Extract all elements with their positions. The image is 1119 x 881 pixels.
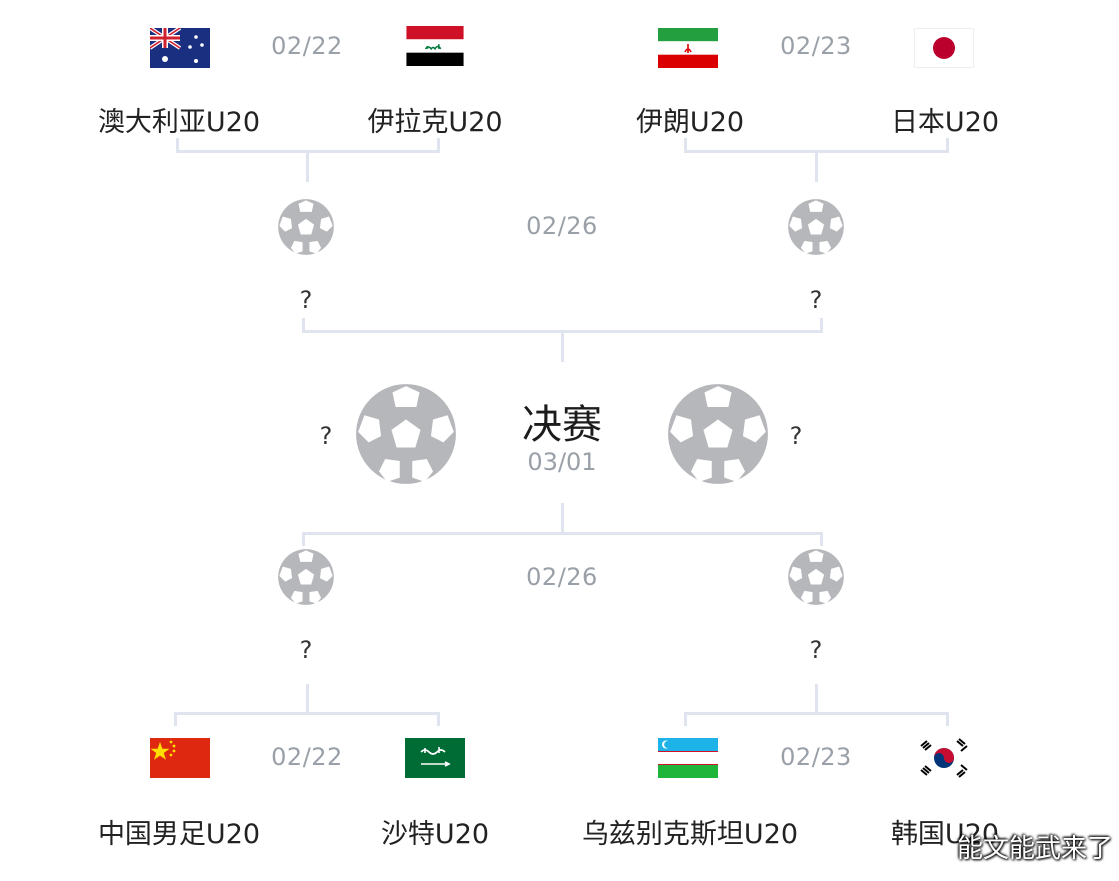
team-name: 中国男足U20: [97, 819, 261, 850]
bracket-connector: [174, 712, 177, 726]
japan-flag-icon: [914, 28, 974, 68]
bracket-connector: [302, 330, 823, 333]
bracket-connector: [820, 318, 823, 332]
bracket-connector: [437, 138, 440, 152]
bracket-connector: [437, 712, 440, 726]
bracket-connector: [684, 712, 687, 726]
match-date: 02/22: [271, 743, 343, 771]
team-name: 澳大利亚U20: [97, 107, 261, 138]
australia-flag-icon: [150, 28, 210, 68]
bracket-connector: [302, 532, 823, 535]
final-team-left: ?: [319, 422, 333, 450]
bracket-connector: [946, 712, 949, 726]
undecided-team: ?: [809, 286, 823, 314]
uzbekistan-flag-icon: [658, 738, 718, 778]
match-date: 02/23: [780, 32, 852, 60]
bracket-connector: [684, 138, 687, 152]
soccer-ball-icon: [787, 548, 845, 606]
south-korea-flag-icon: [914, 738, 974, 778]
soccer-ball-icon: [787, 198, 845, 256]
final-date: 03/01: [527, 448, 597, 476]
semifinal-date: 02/26: [526, 212, 598, 240]
china-flag-icon: [150, 738, 210, 778]
bracket-connector: [684, 150, 949, 153]
soccer-ball-icon: [666, 382, 770, 486]
team-name: 韩国U20: [890, 819, 1000, 850]
bracket-connector: [302, 532, 305, 546]
team-name: 伊朗U20: [635, 107, 745, 138]
bracket-connector: [306, 152, 309, 182]
final-title: 决赛: [522, 402, 602, 448]
bracket-connector: [946, 138, 949, 152]
bracket-connector: [561, 503, 564, 533]
team-name: 伊拉克U20: [367, 107, 503, 138]
bracket-connector: [302, 318, 305, 332]
soccer-ball-icon: [354, 382, 458, 486]
bracket-connector: [820, 532, 823, 546]
match-date: 02/22: [271, 32, 343, 60]
bracket-connector: [561, 332, 564, 362]
bracket-connector: [174, 712, 440, 715]
bracket-connector: [176, 150, 440, 153]
iran-flag-icon: [658, 28, 718, 68]
iraq-flag-icon: [405, 26, 465, 66]
bracket-connector: [176, 138, 179, 152]
team-name: 日本U20: [890, 107, 1000, 138]
undecided-team: ?: [299, 636, 313, 664]
team-name: 乌兹别克斯坦U20: [581, 819, 799, 850]
soccer-ball-icon: [277, 198, 335, 256]
team-name: 沙特U20: [380, 819, 490, 850]
bracket-connector: [684, 712, 949, 715]
semifinal-date: 02/26: [526, 563, 598, 591]
bracket-connector: [306, 684, 309, 714]
final-team-right: ?: [789, 422, 803, 450]
saudi-arabia-flag-icon: [405, 738, 465, 778]
watermark: 能文能武来了: [956, 834, 1113, 864]
bracket-connector: [815, 152, 818, 182]
undecided-team: ?: [809, 636, 823, 664]
undecided-team: ?: [299, 286, 313, 314]
bracket-connector: [815, 684, 818, 714]
match-date: 02/23: [780, 743, 852, 771]
soccer-ball-icon: [277, 548, 335, 606]
